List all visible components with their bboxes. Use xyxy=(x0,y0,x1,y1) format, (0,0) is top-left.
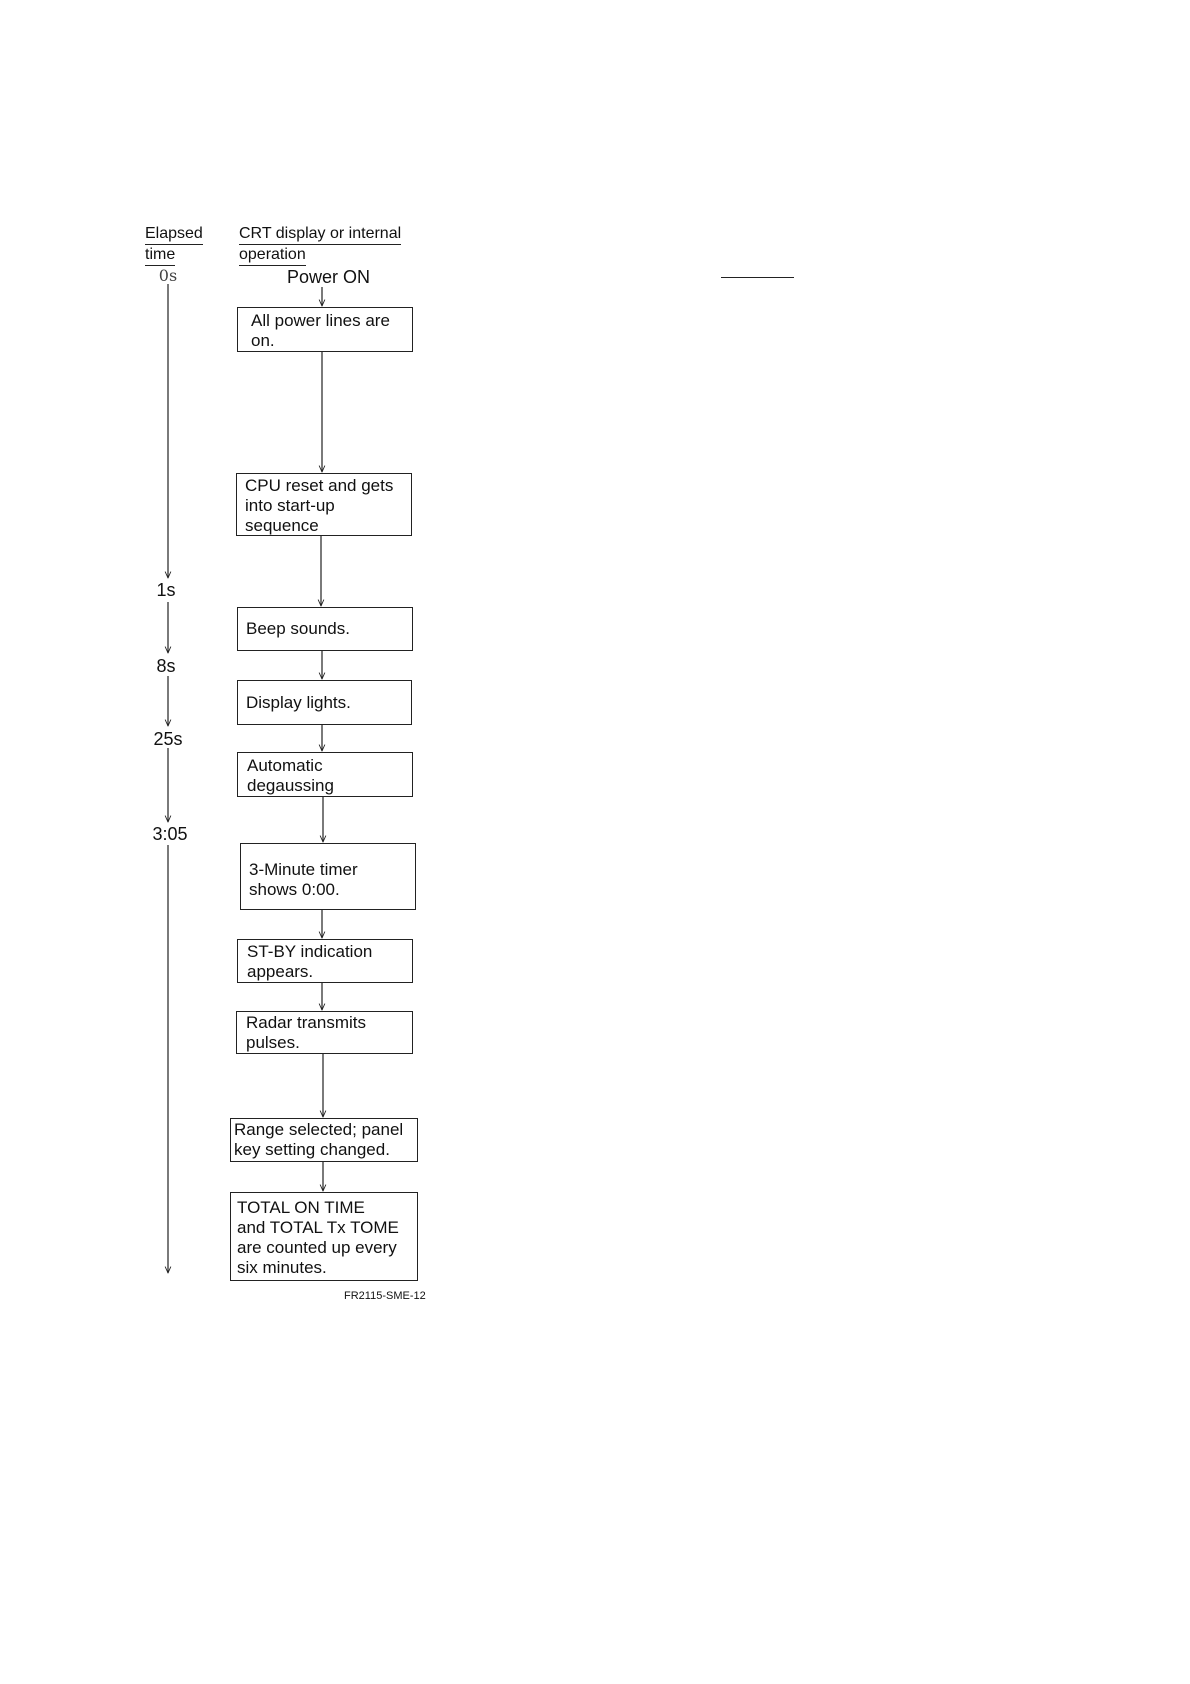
step-text: ST-BY indication appears. xyxy=(247,942,373,981)
underline-stub xyxy=(721,277,794,278)
step-cpu-reset: CPU reset and gets into start-up sequenc… xyxy=(236,473,412,536)
step-text: Automatic degaussing xyxy=(247,756,334,795)
step-display-lights: Display lights. xyxy=(237,680,412,725)
step-standby-indication: ST-BY indication appears. xyxy=(237,939,413,983)
step-text: Display lights. xyxy=(246,693,351,712)
step-radar-transmits: Radar transmits pulses. xyxy=(236,1011,413,1054)
step-text: All power lines are on. xyxy=(251,311,390,350)
elapsed-header-line1: Elapsed xyxy=(145,224,203,245)
step-text: 3-Minute timer shows 0:00. xyxy=(249,860,358,899)
elapsed-time-header: Elapsed time xyxy=(145,224,203,266)
operation-header-line1: CRT display or internal xyxy=(239,224,402,245)
step-text: TOTAL ON TIME and TOTAL Tx TOME are coun… xyxy=(237,1198,399,1277)
power-on-label: Power ON xyxy=(287,267,371,287)
step-power-lines-on: All power lines are on. xyxy=(237,307,413,352)
step-text: Beep sounds. xyxy=(246,619,350,638)
time-label-25s: 25s xyxy=(153,729,183,749)
step-timer-shows-zero: 3-Minute timer shows 0:00. xyxy=(240,843,416,910)
time-label-8s: 8s xyxy=(156,656,176,676)
time-label-305: 3:05 xyxy=(152,824,188,844)
operation-header-line2: operation xyxy=(239,245,306,266)
step-automatic-degaussing: Automatic degaussing xyxy=(237,752,413,797)
time-label-1s: 1s xyxy=(156,580,176,600)
step-beep-sounds: Beep sounds. xyxy=(237,607,413,651)
operation-header: CRT display or internal operation xyxy=(239,224,402,266)
step-text: Range selected; panel key setting change… xyxy=(234,1120,404,1159)
step-range-selected: Range selected; panel key setting change… xyxy=(230,1118,418,1162)
step-text: Radar transmits pulses. xyxy=(246,1013,366,1052)
step-text: CPU reset and gets into start-up sequenc… xyxy=(245,476,394,535)
figure-id: FR2115-SME-12 xyxy=(344,1290,426,1302)
step-total-on-time-counted: TOTAL ON TIME and TOTAL Tx TOME are coun… xyxy=(230,1192,418,1281)
elapsed-header-line2: time xyxy=(145,245,176,266)
time-label-0s: 0s xyxy=(158,266,178,285)
